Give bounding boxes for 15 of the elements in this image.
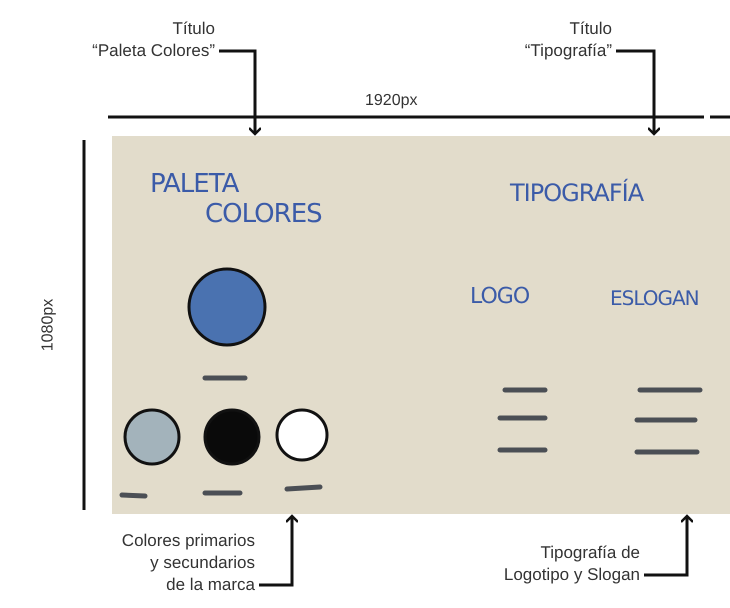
- paper-sheet: [112, 136, 730, 514]
- arrow: [219, 50, 262, 136]
- arrow: [644, 514, 694, 576]
- handwritten-heading: ESLOGAN: [610, 287, 699, 310]
- annotation-text: Tipografía de Logotipo y Slogan: [504, 542, 640, 586]
- handwritten-heading: PALETA COLORES: [150, 170, 350, 230]
- annotation-text: Título “Paleta Colores”: [92, 18, 215, 62]
- handwritten-heading: LOGO: [470, 284, 530, 310]
- annotation-text: Título “Tipografía”: [524, 18, 612, 62]
- dimension-label: 1080px: [39, 298, 58, 352]
- annotation-text: Colores primarios y secundarios de la marca: [122, 530, 255, 596]
- handwritten-heading: TIPOGRAFÍA: [510, 180, 644, 208]
- arrow: [616, 50, 662, 136]
- dimension-label: 1920px: [365, 92, 418, 110]
- arrow: [259, 514, 300, 586]
